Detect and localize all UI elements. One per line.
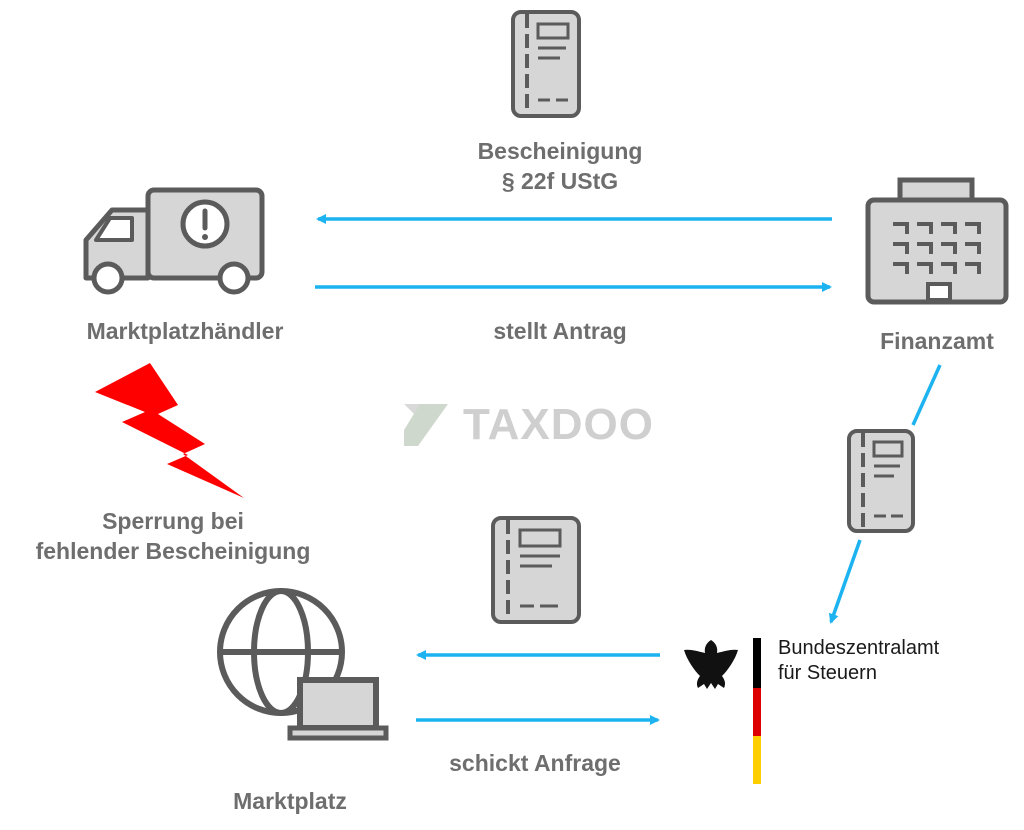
label-bzst-line1: Bundeszentralamt xyxy=(778,637,940,659)
label-haendler: Marktplatzhändler xyxy=(86,318,284,344)
arrow-finanzamt-to-bzst-upper xyxy=(911,364,942,426)
federal-eagle-icon xyxy=(684,640,738,689)
label-bescheinigung-line1: Bescheinigung xyxy=(477,138,643,164)
label-sperrung: Sperrung bei fehlender Bescheinigung xyxy=(0,506,346,566)
label-bzst-line2: für Steuern xyxy=(778,662,877,684)
lightning-icon xyxy=(95,363,244,498)
truck-icon xyxy=(83,187,265,295)
certificate-document-icon-bottom xyxy=(491,516,581,624)
taxdoo-logo-mark xyxy=(404,404,448,446)
label-bescheinigung: Bescheinigung § 22f UStG xyxy=(440,136,680,196)
label-sperrung-line2: fehlender Bescheinigung xyxy=(35,538,311,564)
globe-laptop-icon xyxy=(217,588,389,741)
label-marktplatz: Marktplatz xyxy=(233,788,347,814)
label-antrag: stellt Antrag xyxy=(493,318,627,344)
label-bescheinigung-line2: § 22f UStG xyxy=(501,168,619,194)
taxdoo-watermark: TAXDOO xyxy=(463,400,654,449)
label-anfrage: schickt Anfrage xyxy=(449,750,621,776)
label-finanzamt: Finanzamt xyxy=(880,328,994,354)
label-sperrung-line1: Sperrung bei xyxy=(102,508,244,534)
label-bzst: Bundeszentralamt für Steuern xyxy=(778,636,939,686)
german-flag-bar xyxy=(753,638,761,784)
certificate-document-icon-top xyxy=(511,10,581,118)
office-building-icon xyxy=(865,177,1009,305)
certificate-document-icon-right xyxy=(847,429,915,533)
arrow-finanzamt-to-bzst-lower xyxy=(828,539,862,624)
